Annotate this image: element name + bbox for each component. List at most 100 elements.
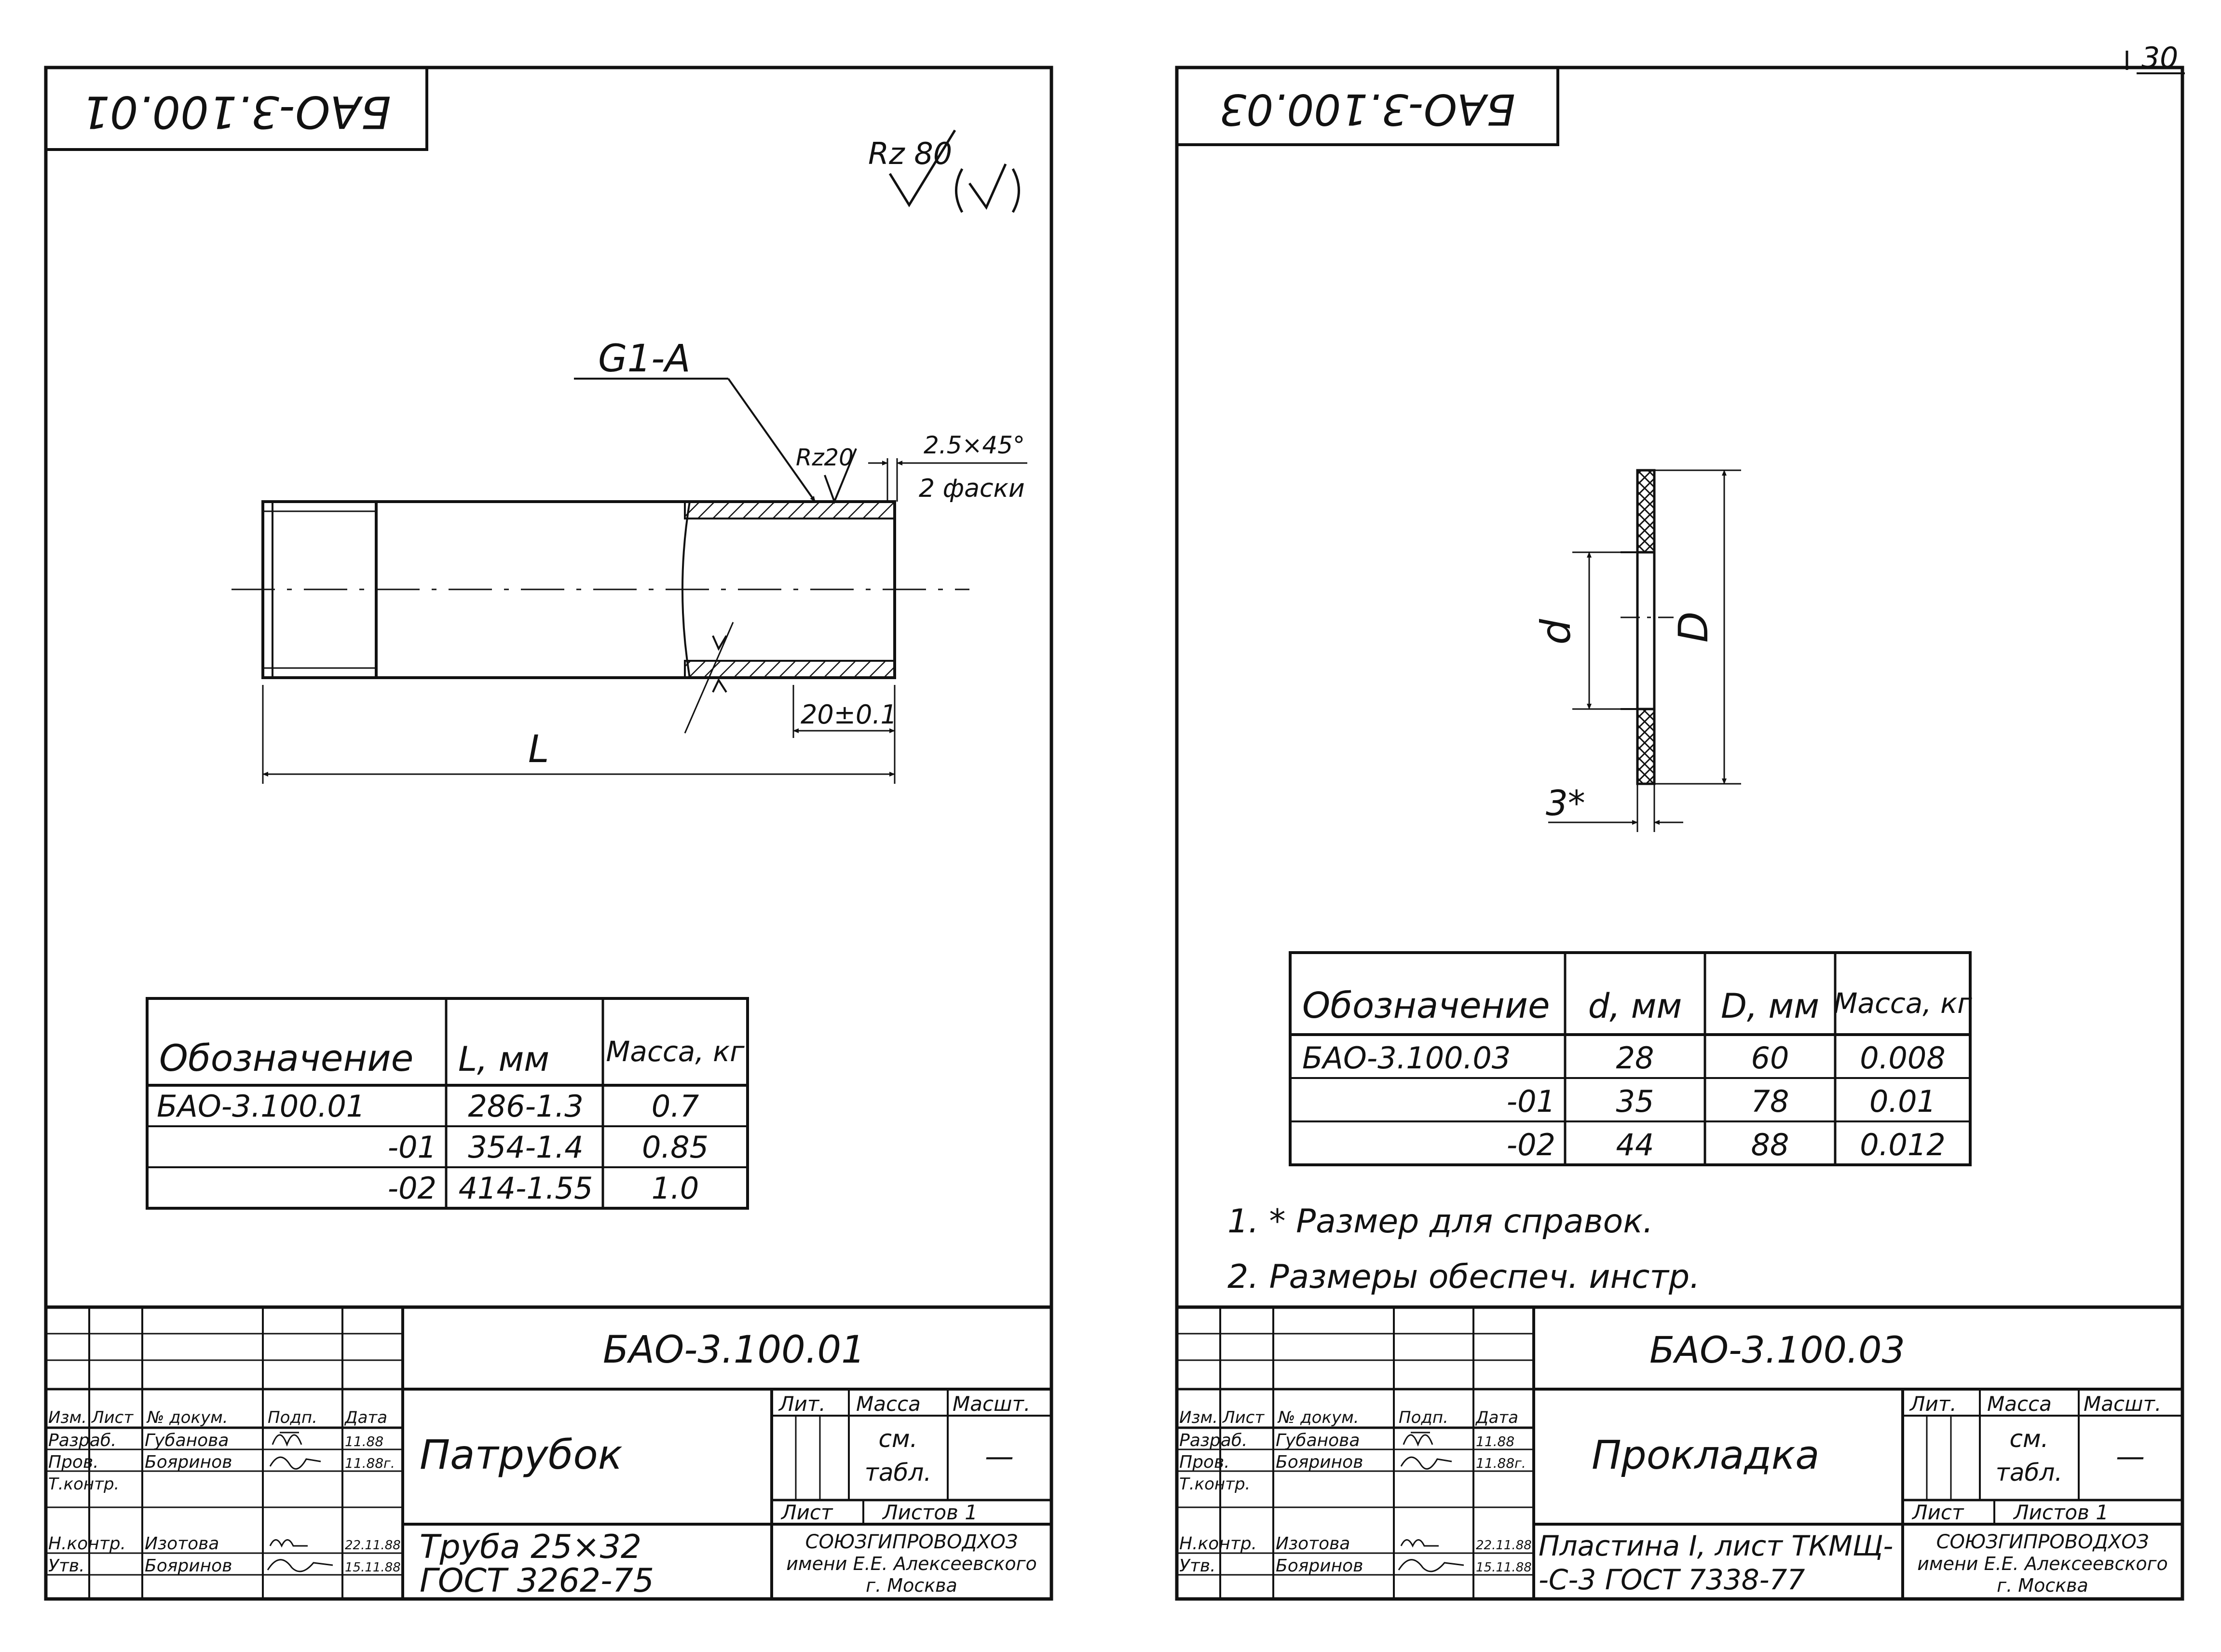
- right-table-border: [1289, 951, 1972, 1166]
- dim-L-label: L: [528, 728, 549, 771]
- right-th-d: d, мм: [1588, 986, 1682, 1026]
- right-sheet-border: [1175, 66, 2184, 1601]
- right-tb-role-5: Утв.: [1179, 1556, 1216, 1576]
- right-r2-c4: 0.01: [1869, 1084, 1936, 1119]
- cut-line: [684, 622, 734, 734]
- left-th-designation: Обозначение: [159, 1037, 413, 1079]
- right-r1-c2: 28: [1616, 1040, 1654, 1076]
- right-tb-date-1: 11.88: [1476, 1434, 1514, 1449]
- right-tb-massa-val-1: см.: [2009, 1425, 2048, 1453]
- right-tb-massa-val-2: табл.: [1996, 1459, 2062, 1487]
- right-tb-massa: Масса: [1987, 1392, 2052, 1416]
- right-tb-org-1: СОЮЗГИПРОВОДХОЗ: [1936, 1531, 2149, 1553]
- right-tb-masht: Масшт.: [2084, 1392, 2161, 1416]
- right-tb-name: Прокладка: [1592, 1433, 1820, 1478]
- right-r3-c4: 0.012: [1860, 1127, 1946, 1162]
- left-tb-izm: Изм.: [48, 1408, 87, 1427]
- dim-20-label: 20±0.1: [801, 699, 897, 730]
- gasket-drawing: d D 3*: [1532, 469, 1741, 832]
- left-tb-name-2: Бояринов: [145, 1452, 232, 1472]
- right-signature-1-icon: [1403, 1432, 1433, 1447]
- right-tb-name-2: Бояринов: [1276, 1452, 1363, 1472]
- left-tb-date-4: 22.11.88: [345, 1538, 401, 1553]
- left-r1-c2: 286-1.3: [468, 1089, 583, 1124]
- thread-label: G1-A: [598, 337, 691, 381]
- right-tb-docnum: № докум.: [1277, 1408, 1359, 1427]
- left-tb-org-1: СОЮЗГИПРОВОДХОЗ: [805, 1531, 1018, 1553]
- left-r2-c1: -01: [388, 1130, 436, 1165]
- left-r3-c3: 1.0: [652, 1171, 699, 1206]
- right-tb-material-2: -С-3 ГОСТ 7338-77: [1539, 1563, 1805, 1596]
- right-tb-lit: Лит.: [1909, 1392, 1957, 1416]
- right-tb-org-3: г. Москва: [1997, 1575, 2088, 1596]
- right-tb-role-4: Н.контр.: [1179, 1534, 1257, 1554]
- right-r1-c1: БАО-3.100.03: [1302, 1040, 1511, 1076]
- right-tb-org-2: имени Е.Е. Алексеевского: [1917, 1553, 2168, 1574]
- gasket-section-top: [1636, 469, 1656, 554]
- right-r2-c1: -01: [1507, 1084, 1555, 1119]
- left-tb-role-4: Н.контр.: [48, 1534, 126, 1554]
- right-tb-role-2: Пров.: [1179, 1452, 1230, 1472]
- left-tb-masht-val: —: [985, 1440, 1014, 1474]
- left-tb-org-3: г. Москва: [866, 1575, 957, 1596]
- left-th-mass: Масса, кг: [606, 1035, 745, 1068]
- left-tb-role-2: Пров.: [48, 1452, 99, 1472]
- left-top-stamp-box: [44, 66, 428, 151]
- right-tb-date-2: 11.88г.: [1476, 1455, 1526, 1471]
- left-sheet: БАО-3.100.01 Rz 80 G1-A Rz20: [44, 66, 1053, 1601]
- page-number: 30: [2141, 41, 2178, 75]
- thread-roughness-check-icon: [824, 448, 857, 505]
- pipe-section-top: [684, 501, 896, 519]
- left-signature-1-icon: [272, 1432, 302, 1447]
- left-tb-massa-val-1: см.: [878, 1425, 917, 1453]
- left-r1-c1: БАО-3.100.01: [157, 1089, 365, 1124]
- right-tb-date-5: 15.11.88: [1476, 1560, 1532, 1575]
- right-tb-masht-val: —: [2116, 1440, 2145, 1474]
- right-r1-c4: 0.008: [1860, 1040, 1946, 1076]
- right-tb-listov-label: Листов 1: [2013, 1501, 2109, 1524]
- left-th-L: L, мм: [458, 1039, 549, 1079]
- right-th-D: D, мм: [1721, 986, 1819, 1026]
- right-tb-list-label: Лист: [1911, 1501, 1964, 1524]
- left-tb-name-5: Бояринов: [145, 1556, 232, 1576]
- left-signature-4-icon: [269, 1539, 308, 1548]
- right-sheet: БАО-3.100.03 d D 3*: [1175, 66, 2184, 1601]
- left-tb-material-1: Труба 25×32: [420, 1528, 641, 1566]
- left-r2-c2: 354-1.4: [468, 1130, 583, 1165]
- left-signature-2-icon: [269, 1456, 321, 1470]
- left-tb-data: Дата: [344, 1408, 387, 1427]
- left-tb-name-4: Изотова: [145, 1534, 219, 1554]
- left-tb-date-5: 15.11.88: [345, 1560, 401, 1575]
- right-tb-list: Лист: [1222, 1408, 1265, 1427]
- left-title-block: Изм. Лист № докум. Подп. Дата Разраб. Гу…: [46, 1305, 1051, 1600]
- right-tb-role-1: Разраб.: [1179, 1431, 1247, 1450]
- right-tb-name-4: Изотова: [1276, 1534, 1350, 1554]
- thread-leader-line: [727, 378, 816, 503]
- right-signature-2-icon: [1400, 1456, 1452, 1470]
- right-th-designation: Обозначение: [1302, 985, 1550, 1026]
- right-r2-c3: 78: [1751, 1084, 1789, 1119]
- left-roughness-paren-icon: [955, 168, 1020, 213]
- right-signature-5-icon: [1398, 1559, 1464, 1572]
- left-tb-docnum: № докум.: [146, 1408, 228, 1427]
- right-tb-material-1: Пластина I, лист ТКМЩ-: [1539, 1529, 1893, 1562]
- right-title-block: Изм. Лист № докум. Подп. Дата Разраб. Гу…: [1177, 1305, 2182, 1599]
- left-tb-name: Патрубок: [420, 1431, 623, 1478]
- left-r3-c2: 414-1.55: [459, 1171, 593, 1206]
- pipe-section-bottom: [684, 660, 896, 679]
- right-tb-role-3: Т.контр.: [1179, 1475, 1250, 1494]
- left-tb-material-2: ГОСТ 3262-75: [420, 1562, 654, 1600]
- dim-3-label: 3*: [1546, 783, 1585, 823]
- left-tb-massa: Масса: [856, 1392, 921, 1416]
- right-tb-designation: БАО-3.100.03: [1649, 1328, 1905, 1371]
- right-r1-c3: 60: [1751, 1040, 1789, 1076]
- left-tb-name-1: Губанова: [145, 1431, 229, 1450]
- right-r3-c3: 88: [1751, 1127, 1789, 1162]
- left-tb-designation: БАО-3.100.01: [603, 1328, 865, 1372]
- left-tb-lit: Лит.: [778, 1392, 826, 1416]
- pipe-part-drawing: G1-A Rz20 2.5×45° 2 фаски L 20±0.1: [232, 337, 1027, 784]
- right-r3-c2: 44: [1616, 1127, 1654, 1162]
- left-roughness-check-icon: [888, 129, 956, 207]
